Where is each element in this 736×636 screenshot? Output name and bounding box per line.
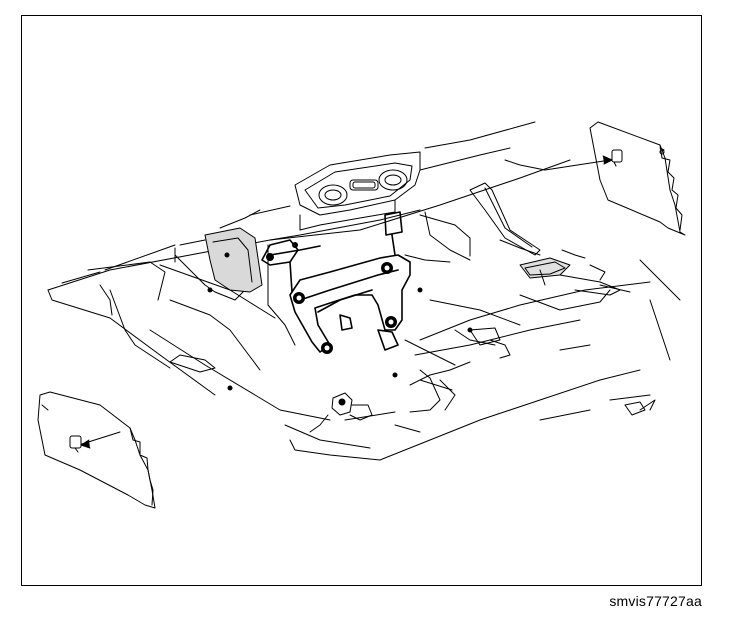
left-duct — [175, 228, 262, 292]
left-arrow — [81, 432, 120, 448]
floor-pan — [48, 160, 680, 460]
diagram-frame — [21, 15, 702, 586]
right-arrow — [545, 156, 612, 170]
right-insulator-panel — [590, 122, 685, 235]
figure-caption: smvis77727aa — [609, 593, 702, 609]
instrument-panel-edge — [62, 122, 545, 283]
transmission-tunnel — [268, 210, 520, 412]
floor-clips — [100, 285, 645, 432]
left-insulator-panel — [38, 392, 155, 508]
bracket-bolts — [266, 242, 397, 354]
right-floor-detail — [470, 183, 620, 295]
hvac-control-panel — [295, 152, 420, 230]
